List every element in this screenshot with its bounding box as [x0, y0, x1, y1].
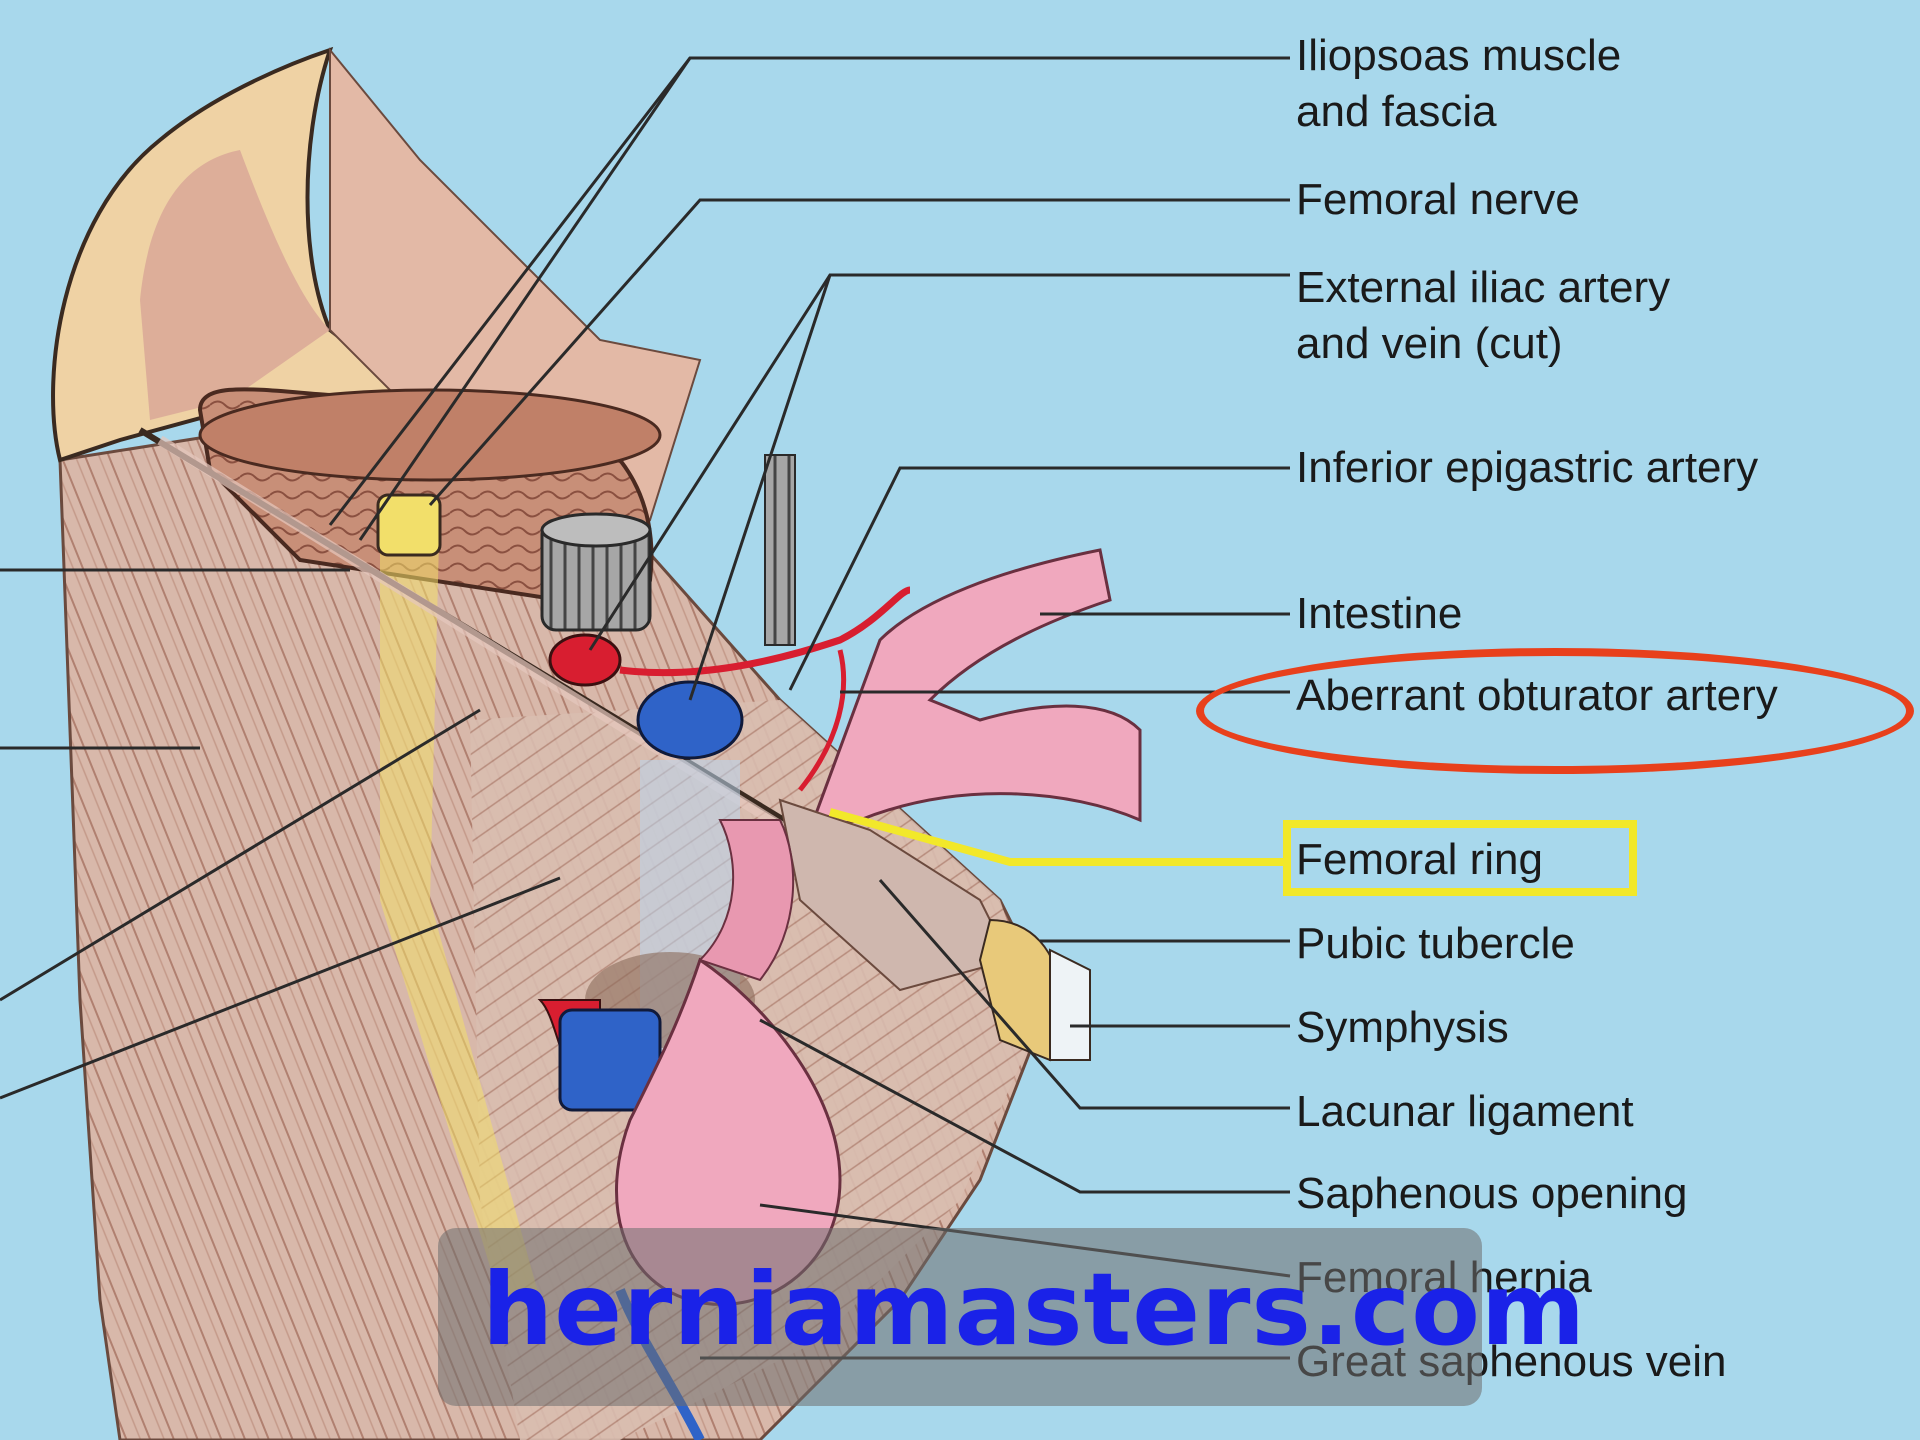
- external-iliac-vein-cut: [638, 682, 742, 758]
- external-iliac-stump-top: [542, 514, 650, 546]
- label-lacunar-ligament: Lacunar ligament: [1296, 1084, 1634, 1140]
- iliopsoas-cut-surface: [200, 390, 660, 480]
- label-aberrant-obturator: Aberrant obturator artery: [1296, 668, 1778, 724]
- label-external-iliac-line2: and vein (cut): [1296, 316, 1670, 372]
- leader-ext-iliac-2: [690, 275, 830, 700]
- label-saphenous-opening: Saphenous opening: [1296, 1166, 1687, 1222]
- label-femoral-ring: Femoral ring: [1296, 832, 1543, 888]
- label-iliopsoas: Iliopsoas muscle and fascia: [1296, 28, 1621, 140]
- label-external-iliac: External iliac artery and vein (cut): [1296, 260, 1670, 372]
- label-iliopsoas-line1: Iliopsoas muscle: [1296, 28, 1621, 84]
- watermark: herniamasters.com: [482, 1250, 1586, 1370]
- intestine: [810, 550, 1140, 830]
- label-intestine: Intestine: [1296, 586, 1462, 642]
- label-external-iliac-line1: External iliac artery: [1296, 260, 1670, 316]
- label-iliopsoas-line2: and fascia: [1296, 84, 1621, 140]
- label-inferior-epigastric: Inferior epigastric artery: [1296, 440, 1758, 496]
- label-femoral-nerve: Femoral nerve: [1296, 172, 1580, 228]
- label-symphysis: Symphysis: [1296, 1000, 1509, 1056]
- symphysis: [1050, 950, 1090, 1060]
- iliac-vessel-upper: [765, 455, 795, 645]
- label-pubic-tubercle: Pubic tubercle: [1296, 916, 1575, 972]
- leader-ext-iliac: [590, 275, 1290, 650]
- external-iliac-artery-cut: [550, 635, 620, 685]
